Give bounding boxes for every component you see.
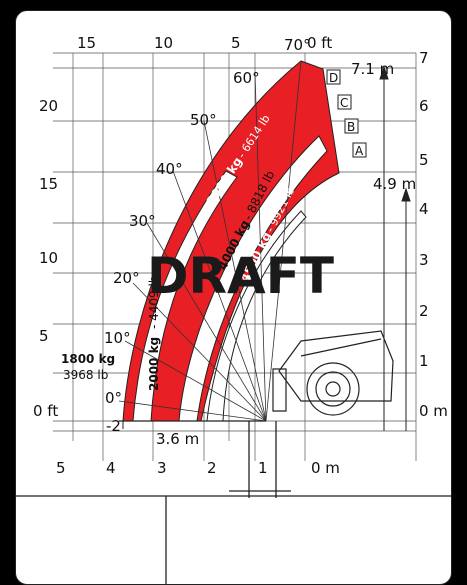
ground-lines [16,420,451,584]
capacity-1800-lb: 3968 lb [63,368,108,382]
right-scale-label: 6 [419,97,429,115]
right-scale-label: 2 [419,302,429,320]
left-scale-label: 10 [39,249,58,267]
top-scale-label: 5 [231,34,241,52]
right-scale-label: 5 [419,151,429,169]
right-scale-label: 7 [419,49,429,67]
right-scale-label: 3 [419,251,429,269]
bottom-scale-label: 4 [106,459,116,477]
draft-watermark: DRAFT [147,247,334,305]
left-scale-label: 5 [39,327,49,345]
angle-label: 10° [104,329,131,347]
angle-label: 30° [129,212,156,230]
top-scale-label: 10 [154,34,173,52]
right-scale-label: 1 [419,352,429,370]
top-scale: 15 10 5 0 ft [77,34,332,52]
bottom-scale-label: 2 [207,459,217,477]
angle-label: 40° [156,160,183,178]
reach-height-label: 4.9 m [373,175,416,193]
zone-letter-b: B [347,120,355,134]
angle-label: 60° [233,69,260,87]
dimension-arrows [122,65,411,431]
zone-letter-a: A [355,144,364,158]
left-scale: 20 15 10 5 0 ft -2 [33,97,121,435]
left-scale-label: 15 [39,175,58,193]
angle-label: 0° [105,389,122,407]
zone-letter-c: C [340,96,348,110]
left-scale-label: 20 [39,97,58,115]
capacity-2000-kg: 2000 kg [147,337,161,391]
angle-label: 20° [113,269,140,287]
max-height-label: 7.1 m [351,60,394,78]
max-reach-label: 3.6 m [156,430,199,448]
zone-band-light-1 [178,135,328,422]
top-scale-label: 0 ft [307,34,332,52]
right-scale-label: 4 [419,200,429,218]
load-chart-diagram: 15 10 5 0 ft 5 4 3 2 1 0 m 20 15 10 5 0 … [16,34,451,584]
load-chart-sheet: 15 10 5 0 ft 5 4 3 2 1 0 m 20 15 10 5 0 … [15,10,452,585]
telehandler-icon [272,330,394,416]
left-scale-label: 0 ft [33,402,58,420]
zone-band-light-2 [132,170,238,422]
angle-labels: 70° 60° 50° 40° 30° 20° 10° 0° [104,36,311,407]
right-scale: 7 6 5 4 3 2 1 0 m [419,49,448,420]
bottom-scale-label: 1 [258,459,268,477]
angle-label: 50° [190,111,217,129]
angle-label: 70° [284,36,311,54]
bottom-scale: 5 4 3 2 1 0 m [56,459,340,477]
zone-band-light-3 [206,210,307,422]
capacity-1800-kg: 1800 kg [61,352,115,366]
capacity-2000: 2000 kg - 4409 lb [147,276,161,391]
right-scale-label: 0 m [419,402,448,420]
bottom-scale-label: 3 [157,459,167,477]
bottom-scale-label: 5 [56,459,66,477]
capacity-zones [122,60,340,422]
zone-letters: D C B A [326,69,367,158]
zone-letter-d: D [329,71,338,85]
bottom-scale-label: 0 m [311,459,340,477]
top-scale-label: 15 [77,34,96,52]
angle-rays [118,60,302,422]
left-scale-label: -2 [106,417,121,435]
capacity-2000-lb: - 4409 lb [147,276,161,329]
